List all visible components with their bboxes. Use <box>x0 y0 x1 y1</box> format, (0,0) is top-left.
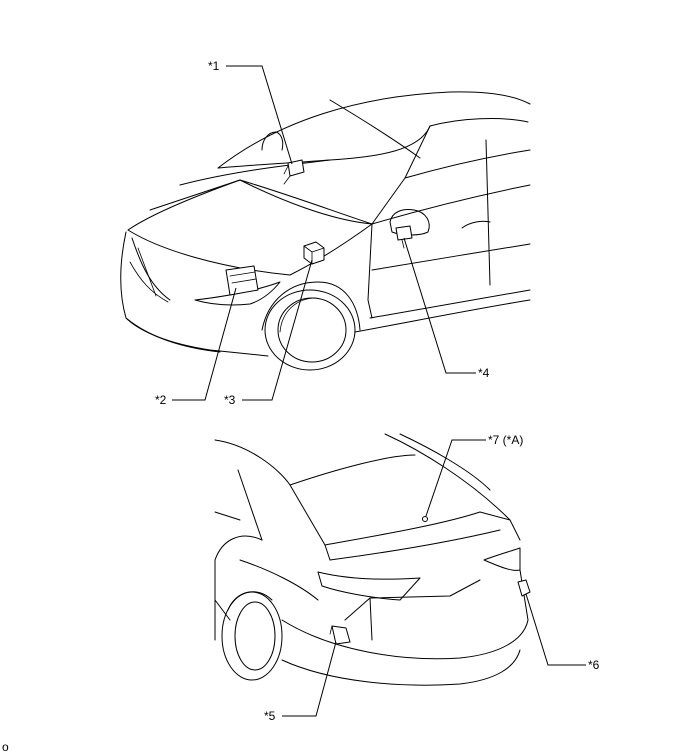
callout-6: *6 <box>588 658 600 672</box>
callout-1: *1 <box>208 59 220 73</box>
leader-7 <box>425 439 486 517</box>
rear-view-car <box>214 433 531 686</box>
part-3-sensor <box>303 241 325 265</box>
leader-6 <box>525 593 586 666</box>
part-7-trunk-switch <box>422 516 428 522</box>
callout-4: *4 <box>478 366 490 380</box>
part-2-ecu <box>225 265 259 296</box>
leader-1 <box>226 65 293 165</box>
callout-5: *5 <box>264 709 276 723</box>
part-1-module <box>283 159 305 185</box>
leader-3 <box>242 259 313 401</box>
leader-2 <box>172 287 237 401</box>
leader-5 <box>282 641 337 717</box>
part-4-mirror-unit <box>395 225 413 249</box>
callout-7: *7 (*A) <box>488 433 523 447</box>
callout-2: *2 <box>155 393 167 407</box>
part-6-rear-right-sensor <box>517 579 531 597</box>
part-5-rear-sensor <box>329 625 351 645</box>
footer-code: o <box>2 740 9 754</box>
front-view-car <box>120 91 531 371</box>
callout-3: *3 <box>224 393 236 407</box>
leader-4 <box>403 237 476 374</box>
